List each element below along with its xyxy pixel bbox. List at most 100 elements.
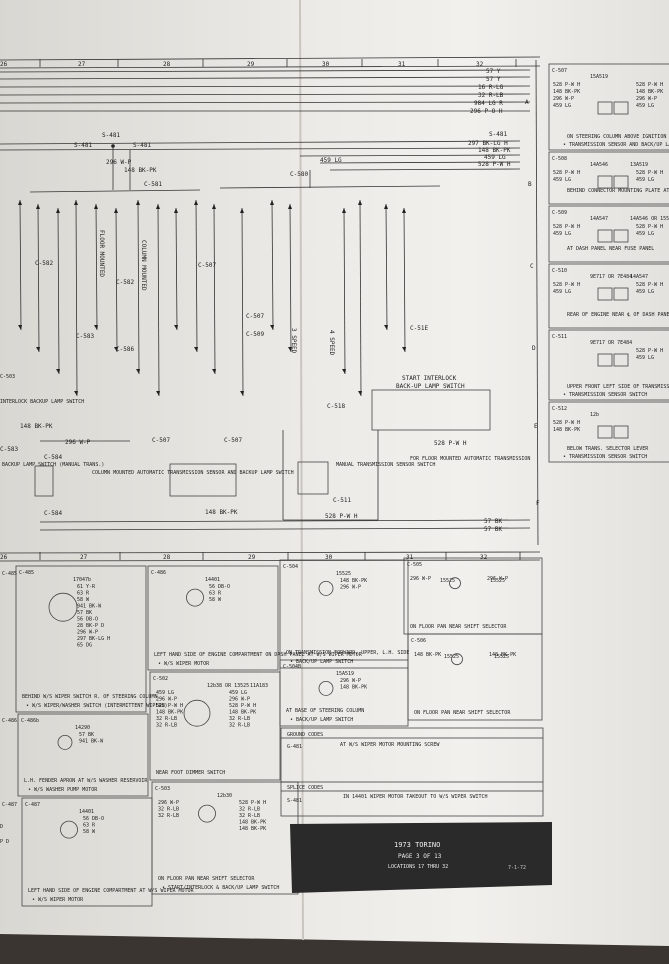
part-number: 17047b [73,577,91,583]
connector-panel [548,205,669,263]
connector-panel [15,565,147,713]
pin-wire: 32 R-LB [156,723,177,729]
pin-wire: 148 BK-PK [489,652,516,658]
connector-icon [198,804,216,823]
title-block: 1973 TORINO PAGE 3 OF 13 LOCATIONS 17 TH… [290,822,552,893]
part-number: 9E717 OR 7E484 [590,340,632,346]
column-number: 27 [80,554,88,561]
splice-harness: S-481 S-481 S-481 S-481 297 BK-LG H 148 … [0,131,521,193]
pin-wire: 148 BK-PK [239,820,266,826]
pin-wire: 296 W-P [229,697,250,703]
panel-note: • W/S WIPER MOTOR [158,661,210,667]
pin-wire: 63 R [83,823,96,829]
row-letter: C [530,263,534,270]
part-number: 14A546 OR 15525 [630,216,669,222]
panel-caption: BEHIND W/S WIPER SWITCH R. OF STEERING C… [22,694,157,700]
bus-label: 57 Y [486,76,501,83]
pin-wire: 56 DB-O [77,617,98,623]
column-number: 26 [0,554,8,561]
pin-wire: 296 W-P [553,96,574,102]
panel-note: • TRANSMISSION SENSOR AND BACK/UP LAMP S… [563,142,669,148]
pin-wire: 459 LG [636,231,654,237]
part-number: 14401 [79,809,94,815]
pin-wire: 32 R-LB [229,716,250,722]
connector-label: C-507 [152,437,170,444]
part-number: 15525 [494,654,509,660]
connector-label: C-580 [290,171,308,178]
title-locations: LOCATIONS 17 THRU 32 [388,864,448,870]
bus-label: 57 BK [484,518,502,525]
title-date: 7-1-72 [508,865,526,871]
pin-wire: 57 BK [79,732,94,738]
connector-icon [60,820,78,839]
pin-wire: 32 R-LB [239,807,260,813]
top-bus-lines: 57 Y 57 Y 16 R-LG 32 R-LB 984 LG R 296 P… [0,68,531,115]
column-number: 31 [398,61,406,68]
connector-icon [597,229,613,243]
row-letter: A [525,99,529,106]
row-letter: F [536,500,540,507]
pin-wire: 528 P-W H [636,224,663,230]
column-number: 27 [78,61,86,68]
column-number: 29 [247,61,255,68]
pin-wire: 58 W [83,829,96,835]
splice-codes-title: SPLICE CODES [287,785,323,791]
connector-icon [597,101,613,115]
wire-label: 528 P-W H [478,161,511,168]
part-number: 12b38 OR 13525 [207,683,249,689]
pin-wire: 297 BK-LG H [77,636,110,642]
ground-code-text: AT W/S WIPER MOTOR MOUNTING SCREW [340,742,440,748]
panel-id: C-504B [283,664,301,670]
pin-wire: 459 LG [553,177,571,183]
connector-icon [318,681,334,696]
pin-wire: 148 BK-PK [414,652,441,658]
switch-label: START INTERLOCK [402,375,457,382]
caption: COLUMN MOUNTED AUTOMATIC TRANSMISSION SE… [92,470,294,476]
part-number: 12b [590,412,599,418]
connector-panel [548,263,669,329]
panel-id: C-485 [19,570,34,576]
connector-label: C-507 [198,262,216,269]
column-number: 30 [322,61,330,68]
panel-caption: L.H. FENDER APRON AT W/S WASHER RESERVOI… [24,778,148,784]
pin-wire: 941 BK-W [77,604,102,610]
splice-label: S-481 [489,131,507,138]
pin-wire: 32 R-LB [239,813,260,819]
pin-wire: 528 P-W H [553,420,580,426]
panel-id: C-508 [552,156,567,162]
connector-icon [318,581,334,596]
pin-wire: 296 W-P [340,585,361,591]
column-number: 28 [163,554,171,561]
panel-id: C-487 [25,802,40,808]
pin-wire: 528 P-W H [636,282,663,288]
pin-wire: 148 BK-PK [553,89,580,95]
pin-wire: 148 BK-PK [239,826,266,832]
column-number: 32 [480,554,488,561]
row-letter: D [532,345,536,352]
edge-label: C-485 [2,571,17,577]
panel-caption: ON FLOOR PAN NEAR SHIFT SELECTOR [414,710,511,716]
switch-area: 296 W-P 148 BK-PK C-583 C-584 C-584 C-50… [0,389,531,533]
panel-caption: AT BASE OF STEERING COLUMN [286,708,364,714]
splice-code: S-481 [287,798,302,804]
pin-wire: 528 P-W H [239,800,266,806]
caption: BACKUP LAMP SWITCH (MANUAL TRANS.) [2,462,104,468]
panel-id: C-506 [411,638,426,644]
pin-wire: 32 R-LB [229,723,250,729]
part-number: 13A519 [630,162,648,168]
pin-wire: 148 BK-PK [340,685,367,691]
pin-wire: 296 W-P [158,800,179,806]
pin-wire: 459 LG [636,103,654,109]
pin-wire: 148 BK-PK [636,89,663,95]
panel-id: C-502 [153,676,168,682]
panel-note: • W/S WIPER MOTOR [32,897,84,903]
pin-wire: 148 BK-PK [229,710,256,716]
pin-wire: 528 P-W H [636,170,663,176]
vertical-wires [18,199,406,397]
connector-panel [407,633,543,721]
pin-wire: 459 LG [156,690,174,696]
connector-label: C-583 [76,333,94,340]
connector-panel [17,713,149,797]
connector-icon [613,229,629,243]
